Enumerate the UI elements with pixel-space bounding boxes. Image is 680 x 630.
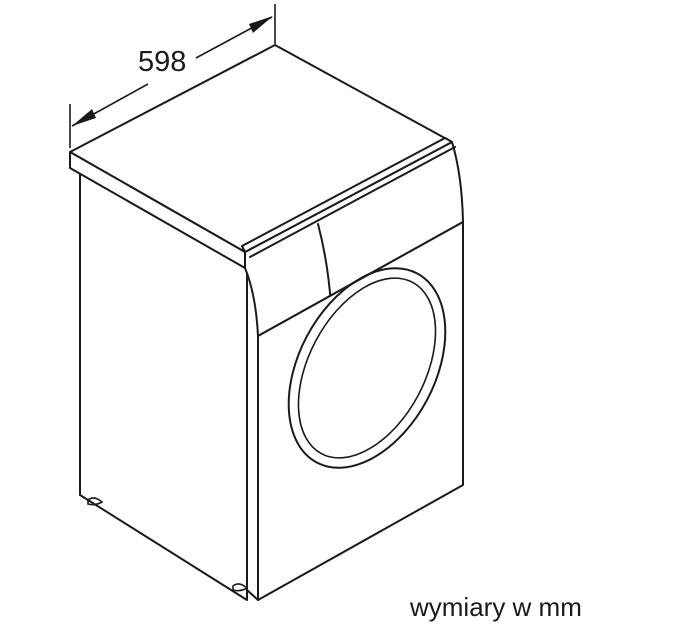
foot-left: [87, 497, 104, 506]
arrowhead-left-icon: [72, 109, 96, 126]
front-bottom-corner: [246, 589, 259, 601]
door-inner-ring: [297, 277, 437, 459]
width-dimension: [69, 4, 276, 148]
arrowhead-right-icon: [249, 16, 273, 33]
width-dimension-label: 598: [138, 46, 187, 78]
top-edge-front: [241, 137, 453, 253]
units-caption: wymiary w mm: [410, 592, 582, 622]
door-outer-ring[interactable]: [257, 242, 478, 495]
foot-right: [232, 583, 249, 592]
top-edge-front-line: [249, 146, 456, 258]
